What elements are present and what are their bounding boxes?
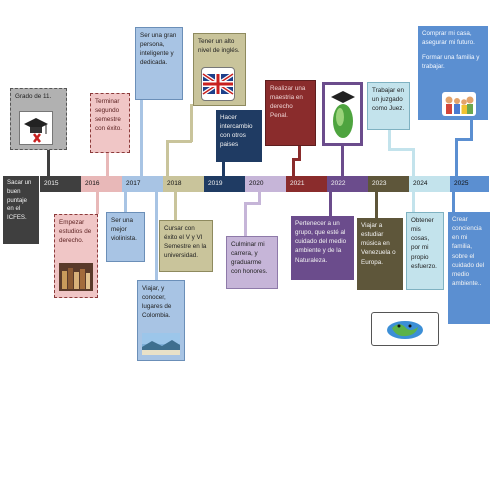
connector bbox=[258, 192, 261, 204]
connector bbox=[412, 192, 415, 212]
event-culminar-carrera: Culminar mi carrera, y graduarme con hon… bbox=[226, 236, 278, 289]
event-conciencia: Crear conciencia en mi familia, sobre el… bbox=[448, 212, 490, 324]
connector bbox=[375, 192, 378, 218]
landscape-icon bbox=[142, 333, 180, 355]
year-2016: 2016 bbox=[81, 176, 122, 192]
event-obtener-cosas: Obtener mis cosas, por mi propio esfuerz… bbox=[406, 212, 444, 290]
connector bbox=[96, 192, 99, 214]
connector bbox=[341, 146, 344, 176]
event-grado-11: Grado de 11. bbox=[10, 88, 67, 150]
event-empezar-derecho: Empezar estudios de derecho. bbox=[54, 214, 98, 298]
event-text-2: Formar una familia y trabajar. bbox=[422, 54, 480, 71]
connector bbox=[155, 192, 158, 280]
family-icon bbox=[442, 92, 476, 116]
year-2019: 2019 bbox=[204, 176, 245, 192]
connector bbox=[140, 100, 143, 176]
event-icfes: Sacar un buen puntaje en el ICFES. bbox=[3, 176, 39, 244]
connector bbox=[470, 120, 473, 140]
event-mejor-violinista: Ser una mejor violinista. bbox=[106, 212, 145, 262]
year-2022: 2022 bbox=[327, 176, 368, 192]
event-gran-persona: Ser una gran persona, inteligente y dedi… bbox=[135, 27, 183, 100]
event-ingles: Tener un alto nivel de inglés. bbox=[193, 33, 246, 106]
year-2025: 2025 bbox=[450, 176, 489, 192]
connector bbox=[412, 150, 415, 176]
event-text: Comprar mi casa, asegurar mi futuro. bbox=[422, 30, 475, 47]
event-pertenecer-grupo: Pertenecer a un grupo, que esté al cuida… bbox=[291, 216, 354, 280]
connector bbox=[106, 152, 109, 176]
event-viajar-colombia: Viajar, y conocer, lugares de Colombia. bbox=[137, 280, 185, 361]
connector bbox=[124, 192, 127, 212]
earth-icon bbox=[371, 312, 439, 346]
connector bbox=[455, 140, 458, 176]
connector bbox=[292, 158, 301, 161]
event-text: Empezar estudios de derecho. bbox=[59, 219, 92, 245]
connector bbox=[452, 192, 455, 212]
event-juez: Trabajar en un juzgado como Juez. bbox=[367, 82, 410, 130]
year-2023: 2023 bbox=[368, 176, 409, 192]
connector bbox=[244, 202, 247, 236]
connector bbox=[298, 146, 301, 160]
connector bbox=[292, 158, 295, 176]
year-2020: 2020 bbox=[245, 176, 286, 192]
connector bbox=[244, 202, 261, 205]
year-2024: 2024 bbox=[409, 176, 450, 192]
connector bbox=[166, 142, 169, 176]
connector bbox=[222, 160, 225, 176]
event-cursar-semestres: Cursar con éxito el V y VI Semestre en l… bbox=[159, 220, 213, 272]
connector bbox=[174, 192, 177, 220]
graduation-cap-icon bbox=[19, 111, 53, 145]
event-terminar-semestre: Terminar segundo semestre con éxito. bbox=[90, 93, 130, 153]
event-viajar-musica: Viajar a estudiar música en Venezuela o … bbox=[357, 218, 403, 290]
event-intercambio: Hacer intercambio con otros paises bbox=[216, 110, 262, 162]
year-2021: 2021 bbox=[286, 176, 327, 192]
connector bbox=[388, 130, 391, 150]
event-text: Viajar, y conocer, lugares de Colombia. bbox=[142, 285, 172, 320]
event-casa-familia: Comprar mi casa, asegurar mi futuro. For… bbox=[418, 26, 488, 120]
event-text: Grado de 11. bbox=[15, 93, 52, 100]
year-2015: 2015 bbox=[40, 176, 81, 192]
year-2018: 2018 bbox=[163, 176, 204, 192]
year-2017: 2017 bbox=[122, 176, 163, 192]
connector bbox=[455, 138, 473, 141]
connector bbox=[166, 140, 192, 143]
event-text: Tener un alto nivel de inglés. bbox=[198, 38, 240, 55]
event-maestria: Realizar una maestria en derecho Penal. bbox=[265, 80, 316, 146]
connector bbox=[329, 192, 332, 216]
uk-flag-icon bbox=[201, 67, 235, 101]
connector bbox=[190, 104, 193, 142]
graduate-figure-icon bbox=[322, 82, 363, 146]
books-icon bbox=[59, 263, 93, 291]
connector bbox=[388, 148, 415, 151]
